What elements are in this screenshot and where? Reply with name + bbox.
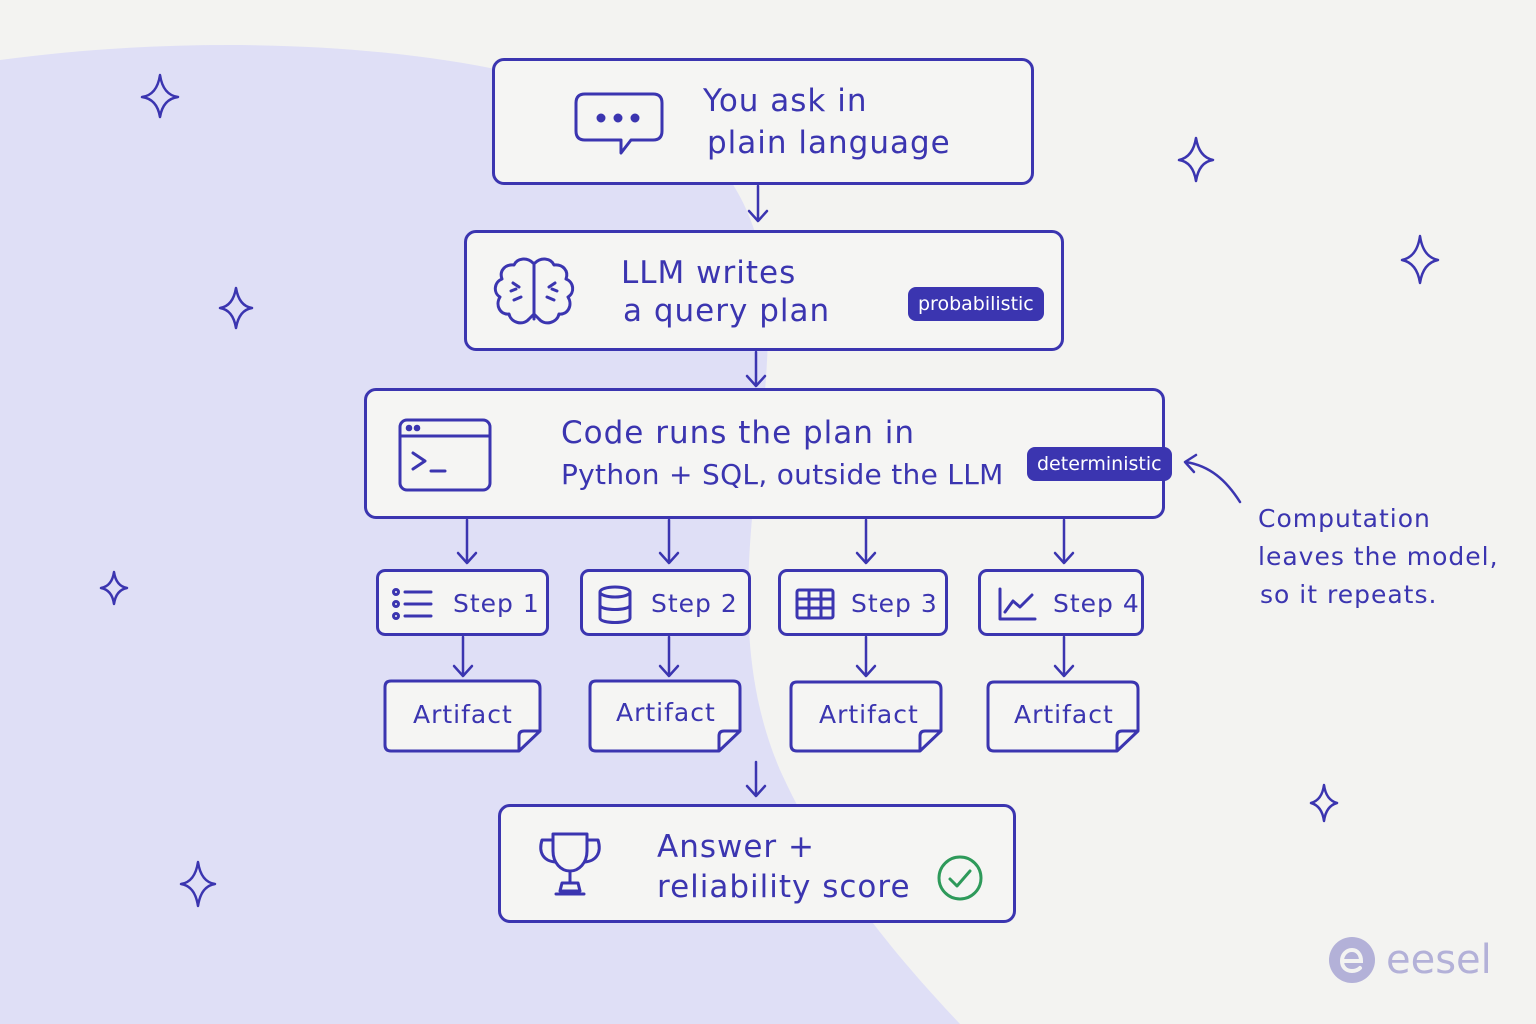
node-answer: Answer + reliability score (498, 804, 1016, 923)
artifact-card: Artifact (383, 679, 543, 754)
annotation-line1: Computation (1258, 504, 1431, 533)
node-llm-line2: a query plan (623, 293, 831, 329)
node-ask-line2: plain language (707, 125, 951, 161)
artifact-card: Artifact (789, 680, 944, 754)
node-answer-line2: reliability score (657, 869, 911, 905)
check-circle-icon (935, 853, 985, 907)
table-icon (795, 588, 835, 624)
node-code: Code runs the plan in Python + SQL, outs… (364, 388, 1172, 519)
list-icon (391, 586, 433, 626)
flow-arrow (1053, 518, 1075, 565)
deterministic-badge: deterministic (1027, 447, 1172, 481)
sparkle-icon (1177, 136, 1215, 183)
node-llm: LLM writes a query plan probabilistic (464, 230, 1064, 351)
step-label: Step 4 (1053, 589, 1140, 618)
node-ask: You ask in plain language (492, 58, 1034, 185)
eesel-logo-text: eesel (1386, 937, 1492, 983)
flow-arrow (747, 184, 769, 223)
eesel-logo-mark (1329, 937, 1375, 983)
node-ask-line1: You ask in (703, 83, 868, 119)
sparkle-icon (1400, 234, 1440, 285)
sparkle-icon (179, 860, 217, 908)
trophy-icon (533, 831, 607, 905)
database-icon (597, 585, 633, 629)
artifact-label: Artifact (616, 698, 716, 727)
artifact-label: Artifact (1014, 700, 1114, 729)
node-code-line1: Code runs the plan in (561, 415, 916, 451)
step-box: Step 1 (376, 569, 549, 636)
sparkle-icon (99, 570, 129, 606)
flow-arrow (855, 518, 877, 565)
probabilistic-badge: probabilistic (908, 287, 1044, 321)
flow-arrow (658, 518, 680, 565)
step-box: Step 2 (580, 569, 751, 636)
artifact-card: Artifact (986, 680, 1141, 754)
annotation-line2: leaves the model, (1258, 542, 1499, 571)
flow-arrow (658, 635, 680, 678)
step-label: Step 1 (453, 589, 540, 618)
brain-icon (491, 255, 577, 335)
artifact-label: Artifact (413, 700, 513, 729)
node-answer-line1: Answer + (657, 829, 816, 865)
terminal-icon (397, 417, 493, 497)
artifact-card: Artifact (588, 679, 743, 754)
step-label: Step 3 (851, 589, 938, 618)
node-llm-line1: LLM writes (621, 255, 797, 291)
flow-arrow (855, 635, 877, 678)
annotation-arrow (1183, 453, 1242, 504)
eesel-logo: eesel (1328, 936, 1492, 984)
step-box: Step 4 (978, 569, 1144, 636)
sparkle-icon (1309, 783, 1339, 823)
chat-bubble-icon (573, 91, 665, 161)
flow-arrow (1053, 635, 1075, 678)
line-chart-icon (997, 586, 1037, 626)
flow-arrow (456, 518, 478, 565)
flow-arrow (745, 760, 767, 798)
step-label: Step 2 (651, 589, 738, 618)
flow-arrow (745, 350, 767, 388)
node-code-line2: Python + SQL, outside the LLM (561, 458, 1004, 491)
sparkle-icon (140, 73, 180, 119)
flow-arrow (452, 635, 474, 678)
annotation-line3: so it repeats. (1260, 580, 1438, 609)
sparkle-icon (218, 286, 254, 330)
step-box: Step 3 (778, 569, 948, 636)
artifact-label: Artifact (819, 700, 919, 729)
